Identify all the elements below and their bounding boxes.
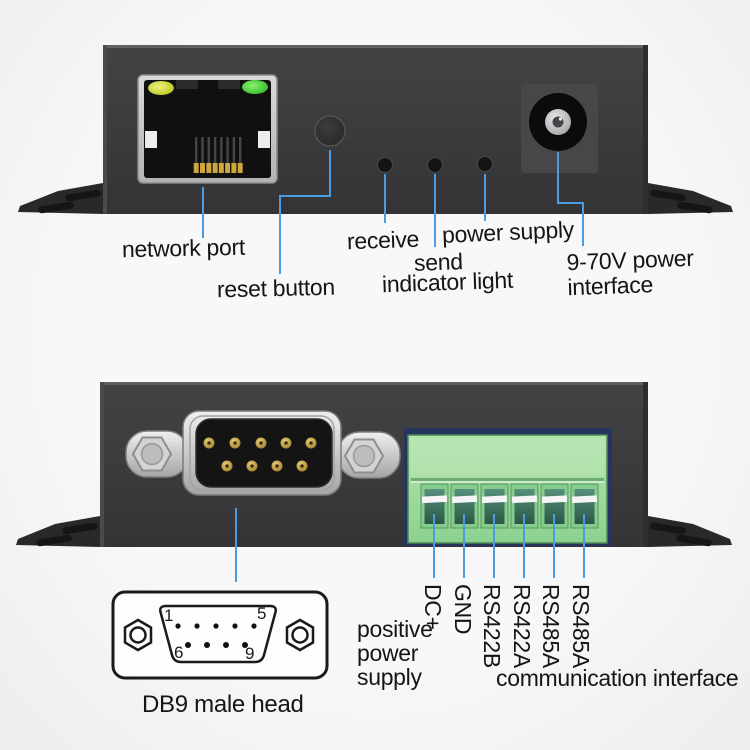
label-power-interface: 9-70V power interface: [566, 244, 695, 301]
mounting-ear-left: [16, 516, 100, 547]
ear-slot: [650, 522, 686, 535]
ear-slot: [677, 201, 713, 214]
power-jack: [521, 84, 598, 173]
label-indicator-light: indicator light: [381, 266, 514, 298]
panel-left-edge: [103, 45, 107, 214]
db9-pin-number-1: 1: [164, 606, 174, 625]
db9-shell: [195, 418, 333, 488]
back-panel-device: [16, 382, 732, 680]
port-latch-notch: [258, 131, 270, 148]
power-indicator-hole: [477, 156, 493, 172]
label-reset-button: reset button: [216, 273, 336, 303]
label-communication-interface: communication interface: [496, 665, 739, 691]
mounting-ear-right: [648, 516, 732, 547]
label-receive: receive: [346, 225, 420, 255]
panel-top-edge: [100, 382, 648, 385]
label-terminal-gnd: GND: [450, 584, 476, 635]
activity-led-green: [242, 80, 268, 94]
receive-indicator-hole: [377, 157, 393, 173]
mounting-ear-left: [18, 183, 103, 214]
front-panel-device: [18, 45, 733, 274]
panel-right-edge: [643, 382, 648, 547]
db9-pin-number-6: 6: [174, 643, 184, 662]
label-terminal-rs485a-1: RS485A: [538, 584, 564, 668]
ear-slot: [36, 534, 72, 547]
label-positive-power-supply: positive power supply: [357, 616, 433, 690]
ear-slot: [38, 201, 74, 214]
db9-pin-number-9: 9: [245, 644, 255, 663]
diagram-d-shell: [159, 604, 277, 664]
db9-pins-gold: [203, 437, 317, 472]
send-indicator-hole: [427, 157, 443, 173]
label-terminal-rs422b: RS422B: [479, 584, 505, 668]
panel-top-edge: [103, 45, 648, 48]
label-terminal-rs485a-2: RS485A: [568, 584, 594, 668]
db9-pinout-diagram: [111, 590, 329, 680]
callout-line-reset-button: [279, 150, 331, 274]
label-terminal-rs422a: RS422A: [509, 584, 535, 668]
port-latch-notch: [145, 131, 157, 148]
reset-button: [314, 115, 346, 147]
terminal-block: [404, 428, 612, 546]
label-db9-male-head: DB9 male head: [142, 691, 304, 718]
ear-slot: [676, 534, 712, 547]
diagram-pin-dots: [175, 623, 257, 648]
ear-slot: [65, 189, 101, 202]
db9-pin-number-5: 5: [257, 604, 267, 623]
ear-slot: [62, 522, 98, 535]
panel-right-edge: [643, 45, 648, 214]
label-network-port: network port: [121, 233, 246, 263]
link-led-yellow: [148, 81, 174, 95]
panel-left-edge: [100, 382, 104, 547]
rj45-pins: [193, 137, 243, 173]
mounting-ear-right: [648, 183, 733, 214]
ear-slot: [650, 189, 686, 202]
callout-line-power-interface: [557, 152, 584, 246]
rj45-port: [137, 74, 278, 184]
db9-connector: [125, 410, 401, 496]
